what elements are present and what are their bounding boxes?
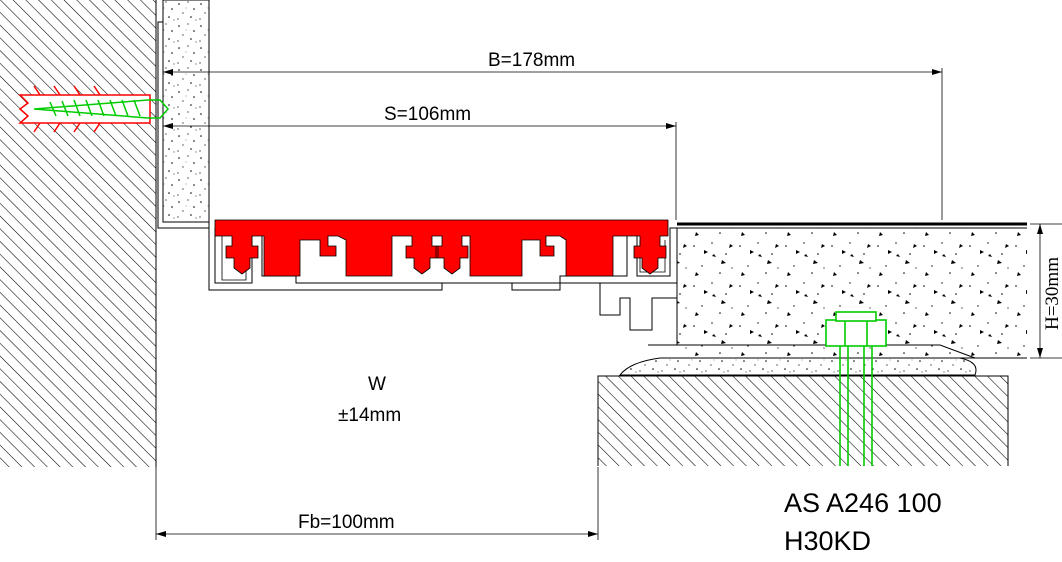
dimension-s-label: S=106mm (384, 104, 471, 125)
dimension-h: H=30mm (1030, 223, 1062, 359)
dimension-b: B=178mm (163, 50, 943, 220)
wall-plaster (162, 0, 210, 223)
product-code-line2: H30KD (784, 526, 871, 556)
anchor-bolt (825, 311, 887, 466)
dimension-fb: Fb=100mm (155, 467, 599, 540)
dimension-h-label: H=30mm (1042, 257, 1062, 330)
product-code-line1: AS A246 100 (784, 488, 942, 518)
w-label: W (368, 374, 386, 395)
substrate-outline (597, 375, 1009, 466)
red-rubber-insert (214, 219, 669, 277)
dimension-b-label: B=178mm (488, 50, 575, 71)
left-angle-profile (157, 21, 210, 229)
w-tolerance: ±14mm (338, 405, 401, 426)
right-substrate (598, 376, 1008, 466)
right-anchor-leg (599, 283, 678, 331)
dimension-fb-label: Fb=100mm (298, 512, 395, 533)
dimension-s: S=106mm (163, 104, 677, 220)
wall-screw (33, 99, 170, 119)
base-plate (648, 344, 976, 359)
left-wall (0, 0, 156, 467)
bedding-mortar (618, 357, 977, 376)
